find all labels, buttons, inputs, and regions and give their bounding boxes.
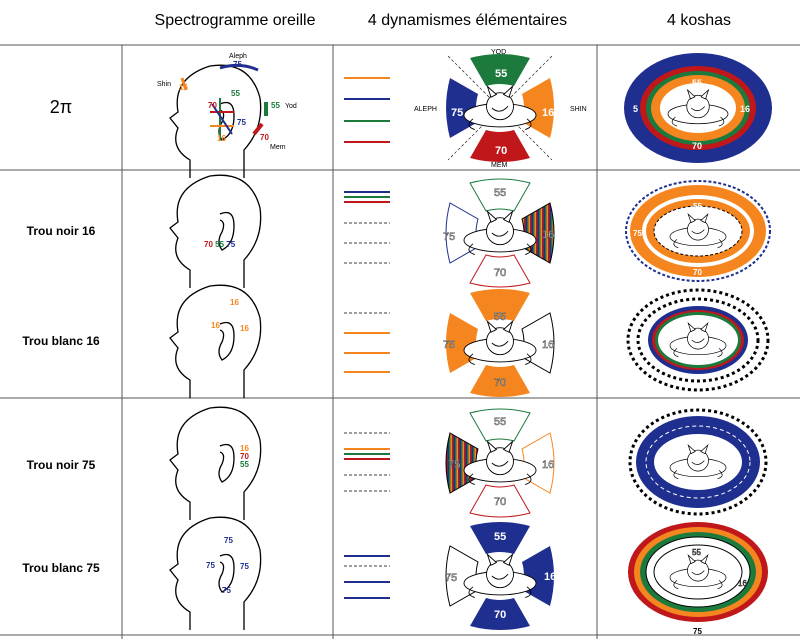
ear-16-tn75: 16 bbox=[240, 444, 249, 453]
row-label-trou-blanc-16: Trou blanc 16 bbox=[22, 334, 100, 348]
dyn-16-tb75: 16 bbox=[544, 571, 556, 583]
kosha-70-tn16: 70 bbox=[693, 268, 702, 277]
dyn-label-mem: MEM bbox=[491, 162, 508, 169]
kosha-16-tb75: 16 bbox=[738, 579, 747, 588]
dyn-75-tb75: 75 bbox=[445, 572, 457, 584]
dynamism-cross-trou-blanc-75 bbox=[445, 522, 554, 630]
legend-lines-trou-blanc-16 bbox=[344, 312, 390, 373]
ear-75-d: 75 bbox=[222, 586, 231, 595]
dyn-55: 55 bbox=[495, 68, 507, 80]
legend-lines-trou-noir-16 bbox=[344, 191, 390, 264]
kosha-rings-2pi bbox=[624, 53, 772, 163]
dyn-label-aleph: ALEPH bbox=[414, 106, 437, 113]
dyn-75-tn75: 75 bbox=[448, 459, 460, 471]
dyn-55-tb16: 55 bbox=[494, 311, 506, 323]
ear-label-70: 70 bbox=[260, 133, 269, 142]
ear-75-b: 75 bbox=[206, 561, 215, 570]
ear-label-75: 75 bbox=[233, 60, 242, 69]
header-ear-spectrogram: Spectrogramme oreille bbox=[154, 12, 316, 29]
ear-75-c: 75 bbox=[240, 562, 249, 571]
row-label-trou-noir-75: Trou noir 75 bbox=[26, 458, 96, 472]
legend-lines-trou-noir-75 bbox=[344, 432, 390, 492]
dyn-16-tb16: 16 bbox=[542, 339, 554, 351]
ear-label-16-inner: 16 bbox=[217, 134, 226, 143]
ear-label-55: 55 bbox=[271, 101, 280, 110]
ear-label-shin: Shin bbox=[157, 81, 171, 88]
dynamism-cross-trou-noir-75 bbox=[445, 408, 555, 518]
dyn-55-tn16: 55 bbox=[494, 187, 506, 199]
ear-70-tn75: 70 bbox=[240, 452, 249, 461]
dyn-label-shin: SHIN bbox=[570, 106, 587, 113]
ear-16-c: 16 bbox=[240, 324, 249, 333]
kosha-55-tn16: 55 bbox=[693, 202, 702, 211]
dyn-55-tn75: 55 bbox=[494, 416, 506, 428]
ear-diagram-trou-blanc-16 bbox=[169, 284, 262, 399]
dyn-75-tb16: 75 bbox=[443, 339, 455, 351]
dynamism-cross-trou-blanc-16 bbox=[446, 289, 555, 397]
kosha-75-tn16: 75 bbox=[633, 229, 642, 238]
dyn-70-tb75: 70 bbox=[494, 609, 506, 621]
ear-55-tn75: 55 bbox=[240, 460, 249, 469]
dyn-label-yod: YOD bbox=[491, 49, 506, 56]
dyn-16: 16 bbox=[542, 107, 554, 119]
kosha-70: 70 bbox=[692, 141, 702, 151]
ear-label-mem: Mem bbox=[270, 144, 286, 151]
row-label-trou-blanc-75: Trou blanc 75 bbox=[22, 561, 100, 575]
ear-label-70-inner: 70 bbox=[208, 101, 217, 110]
ear-diagram-trou-noir-16 bbox=[169, 174, 262, 289]
dynamism-cross-2pi bbox=[446, 54, 554, 162]
ear-75-a: 75 bbox=[224, 536, 233, 545]
dyn-70: 70 bbox=[495, 145, 507, 157]
ear-values-trou-noir-16: 70 55 75 bbox=[204, 240, 236, 249]
dyn-70-tn16: 70 bbox=[494, 267, 506, 279]
dyn-55-tb75: 55 bbox=[494, 531, 506, 543]
kosha-75-tb75: 75 bbox=[693, 627, 702, 636]
kosha-rings-trou-noir-16 bbox=[625, 180, 771, 282]
kosha-16: 16 bbox=[740, 104, 750, 114]
header-koshas: 4 koshas bbox=[666, 12, 732, 29]
ear-label-aleph: Aleph bbox=[229, 53, 247, 60]
ear-diagram-trou-blanc-75 bbox=[169, 516, 262, 631]
kosha-rings-trou-noir-75 bbox=[628, 408, 768, 516]
row-label-2pi: 2π bbox=[49, 97, 73, 117]
legend-lines-trou-blanc-75 bbox=[344, 555, 390, 599]
ear-16-a: 16 bbox=[230, 298, 239, 307]
dyn-75-tn16: 75 bbox=[443, 231, 455, 243]
ear-label-75-inner: 75 bbox=[237, 118, 246, 127]
table-grid bbox=[0, 44, 800, 639]
dyn-16-tn75: 16 bbox=[542, 459, 554, 471]
dyn-70-tb16: 70 bbox=[494, 377, 506, 389]
ear-label-yod: Yod bbox=[285, 103, 297, 110]
kosha-55: 55 bbox=[692, 78, 702, 88]
row-label-trou-noir-16: Trou noir 16 bbox=[26, 224, 96, 238]
kosha-rings-trou-blanc-75 bbox=[628, 522, 768, 622]
dyn-75: 75 bbox=[451, 107, 463, 119]
ear-label-55-inner: 55 bbox=[231, 89, 240, 98]
kosha-55-tb75: 55 bbox=[692, 548, 701, 557]
ear-diagram-2pi bbox=[169, 63, 268, 179]
legend-lines-2pi bbox=[344, 77, 390, 143]
dynamism-cross-trou-noir-16 bbox=[445, 178, 555, 288]
dyn-16-tn16: 16 bbox=[542, 229, 554, 241]
kosha-rings-trou-blanc-16 bbox=[626, 288, 770, 392]
ear-label-16: 16 bbox=[179, 83, 188, 92]
kosha-5: 5 bbox=[633, 104, 638, 114]
ear-16-b: 16 bbox=[211, 321, 220, 330]
dyn-70-tn75: 70 bbox=[494, 496, 506, 508]
header-elemental-dynamisms: 4 dynamismes élémentaires bbox=[367, 12, 568, 29]
